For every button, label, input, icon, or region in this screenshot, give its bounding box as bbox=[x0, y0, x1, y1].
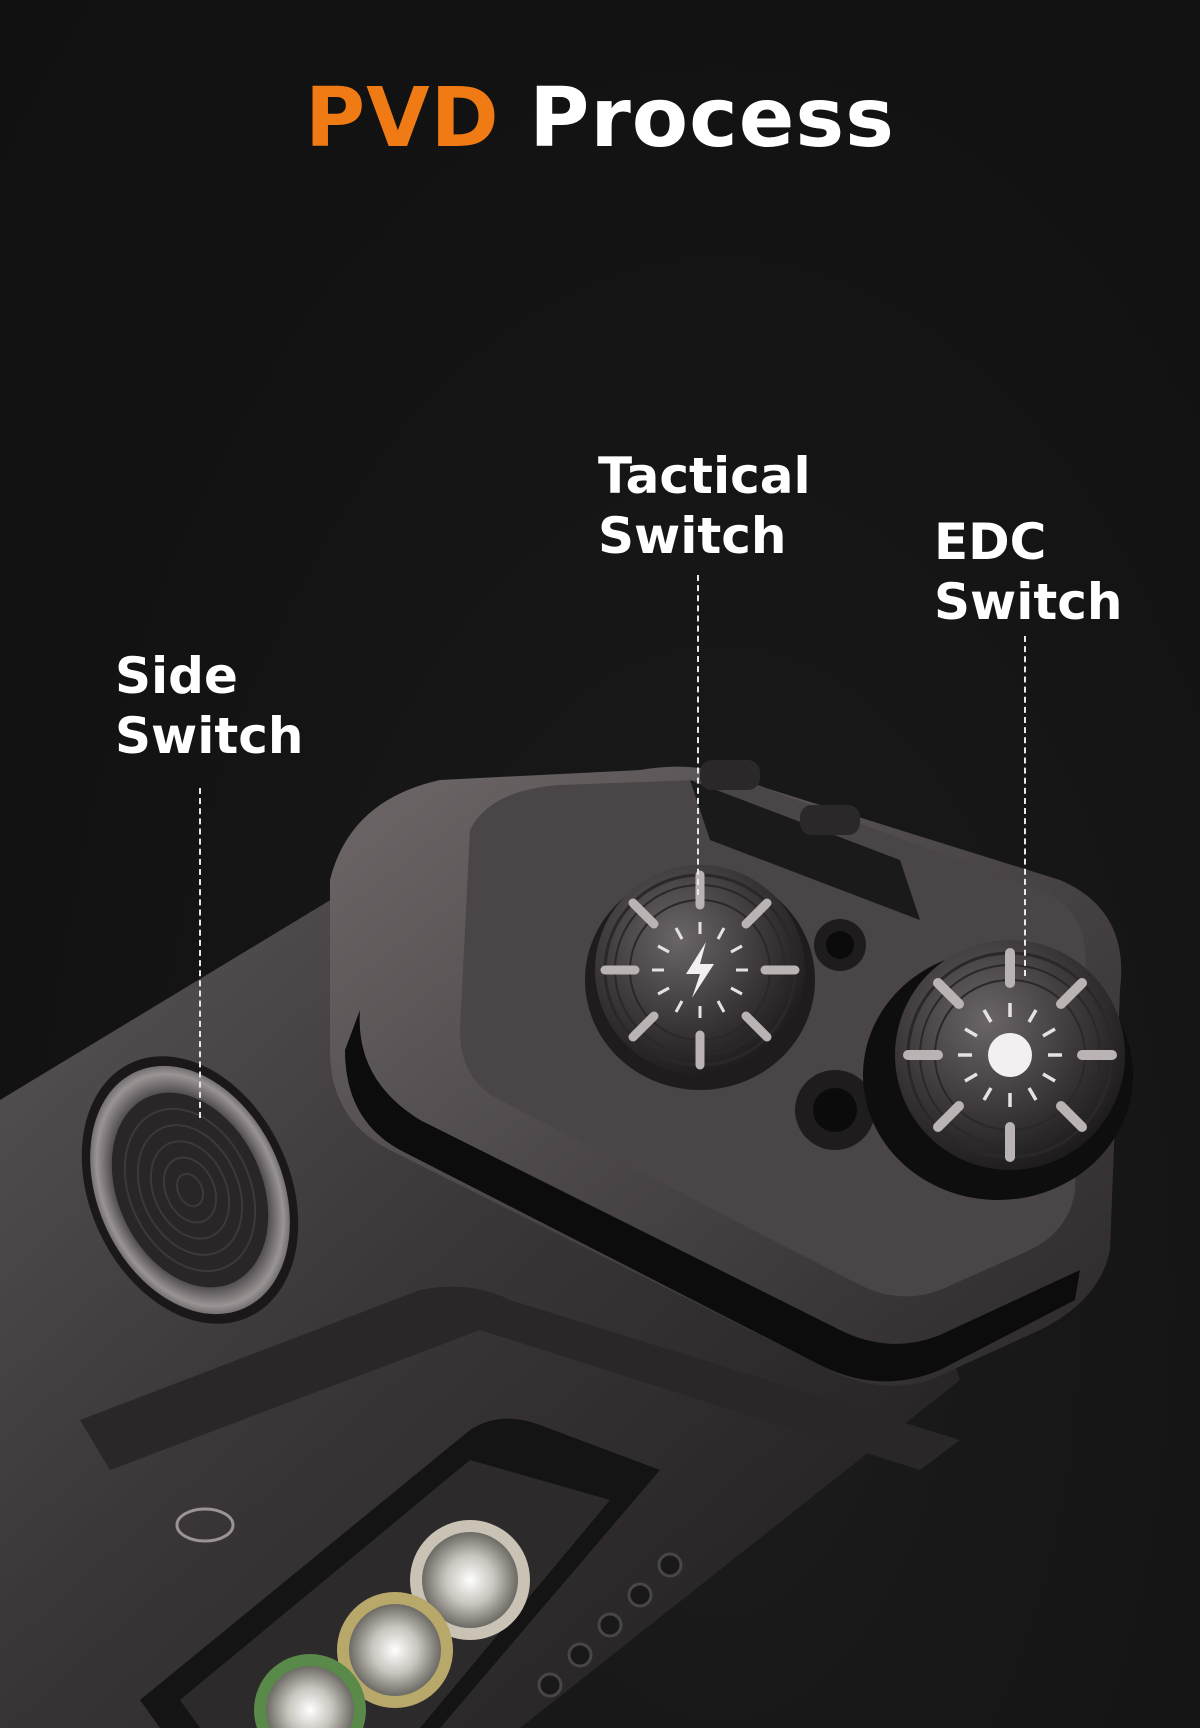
tactical-switch-leader bbox=[697, 575, 699, 895]
edc-switch-leader bbox=[1024, 636, 1026, 976]
side-switch-leader bbox=[199, 788, 201, 1118]
page-title: PVD Process bbox=[0, 78, 1200, 160]
tactical-switch-label: Tactical Switch bbox=[598, 447, 811, 565]
title-main: Process bbox=[529, 71, 895, 166]
title-accent: PVD bbox=[305, 71, 500, 166]
edc-switch-label: EDC Switch bbox=[934, 513, 1123, 631]
side-switch-label: Side Switch bbox=[115, 647, 304, 765]
